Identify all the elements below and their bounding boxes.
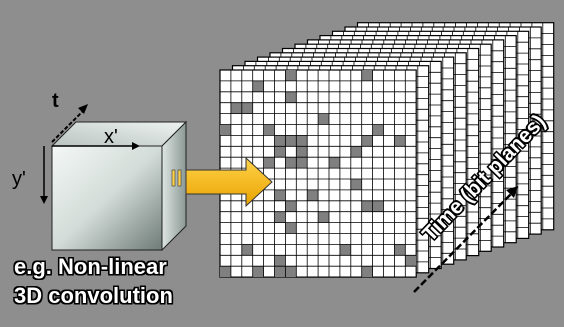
active-cell xyxy=(285,222,297,234)
active-cell xyxy=(285,70,297,81)
active-cell xyxy=(350,179,362,190)
active-cell xyxy=(241,244,253,256)
active-cell xyxy=(318,211,329,223)
x-axis-arrowhead xyxy=(132,142,140,150)
active-cell xyxy=(241,102,253,114)
active-cell xyxy=(329,157,340,169)
active-cell xyxy=(220,266,231,278)
active-cell xyxy=(361,200,373,212)
active-cell xyxy=(296,157,308,169)
cube-front-face xyxy=(51,145,163,251)
active-cell xyxy=(274,135,286,147)
cube-edge-marks xyxy=(171,169,182,187)
active-cell xyxy=(307,189,319,201)
x-axis-label: x' xyxy=(104,126,118,148)
active-cell xyxy=(252,266,264,278)
active-cell xyxy=(274,266,286,278)
convolution-cube xyxy=(40,104,188,252)
right-block-arrow-icon xyxy=(185,156,273,208)
active-cell xyxy=(350,146,362,158)
active-cell xyxy=(296,135,308,147)
active-cell xyxy=(318,113,329,125)
active-cell xyxy=(263,157,275,169)
caption-line-1: e.g. Non-linear xyxy=(14,254,167,279)
y-axis-arrowhead xyxy=(40,196,48,204)
active-cell xyxy=(394,135,406,147)
active-cell xyxy=(361,70,373,81)
active-cell xyxy=(339,244,351,256)
t-axis-arrow xyxy=(51,111,83,143)
active-cell xyxy=(361,266,373,278)
caption-line-2: 3D convolution xyxy=(14,283,173,308)
t-axis-label: t xyxy=(52,90,59,112)
active-cell xyxy=(372,200,384,212)
active-cell xyxy=(220,124,231,136)
active-cell xyxy=(274,146,286,158)
active-cell xyxy=(285,200,297,212)
active-cell xyxy=(252,80,264,92)
active-cell xyxy=(274,189,286,201)
active-cell xyxy=(394,244,406,256)
active-cell xyxy=(296,146,308,158)
time-axis-arrow xyxy=(413,186,518,293)
active-cell xyxy=(274,255,286,267)
active-cell xyxy=(285,157,297,169)
active-cell xyxy=(361,135,373,147)
active-cell xyxy=(285,266,297,278)
active-cell xyxy=(285,91,297,103)
active-cell xyxy=(230,102,242,114)
active-cell xyxy=(405,255,417,267)
active-cell xyxy=(285,135,297,147)
y-axis-label: y' xyxy=(12,168,26,190)
active-cell xyxy=(274,211,286,223)
active-cell xyxy=(372,124,384,136)
t-axis-arrowhead xyxy=(78,104,88,114)
active-cell xyxy=(263,124,275,136)
